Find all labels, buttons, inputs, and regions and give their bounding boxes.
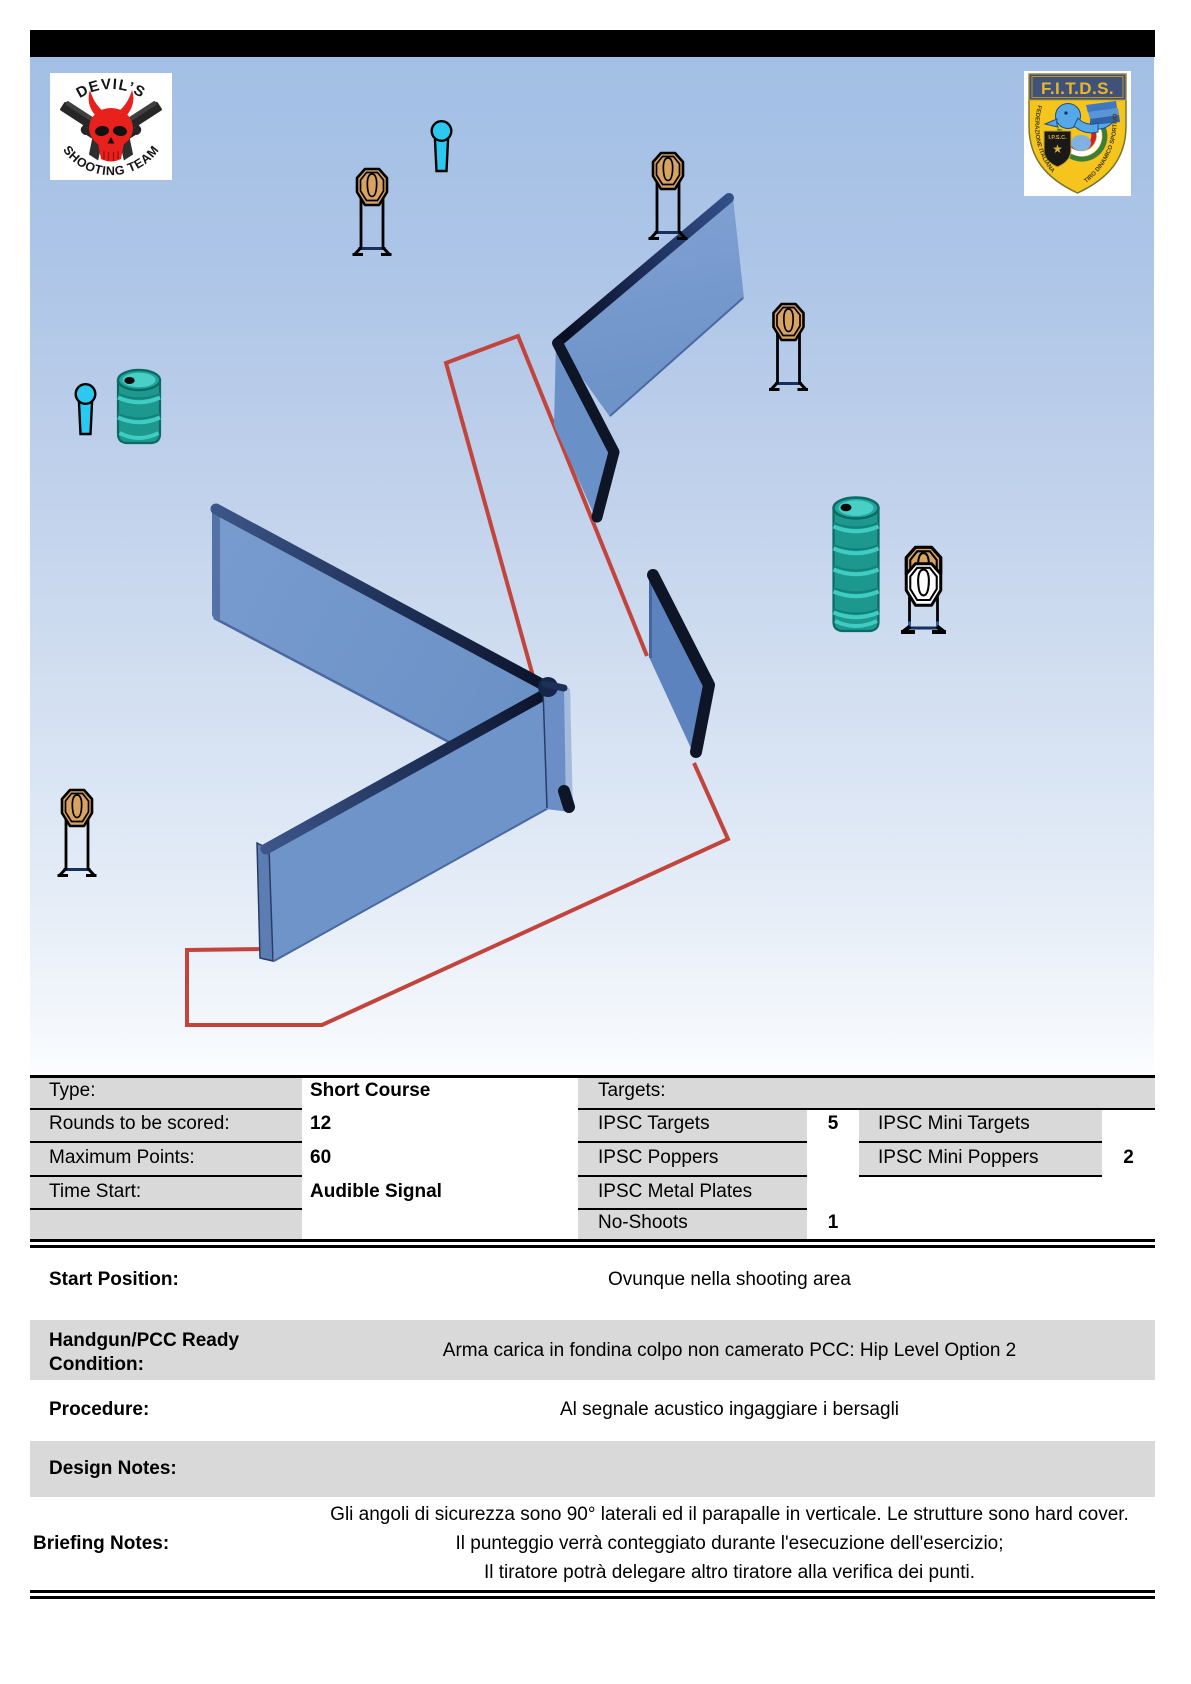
- svg-text:F.I.T.D.S.: F.I.T.D.S.: [1041, 79, 1114, 98]
- svg-text:I.P.S.C.: I.P.S.C.: [1048, 135, 1067, 141]
- svg-text:★: ★: [1052, 142, 1063, 156]
